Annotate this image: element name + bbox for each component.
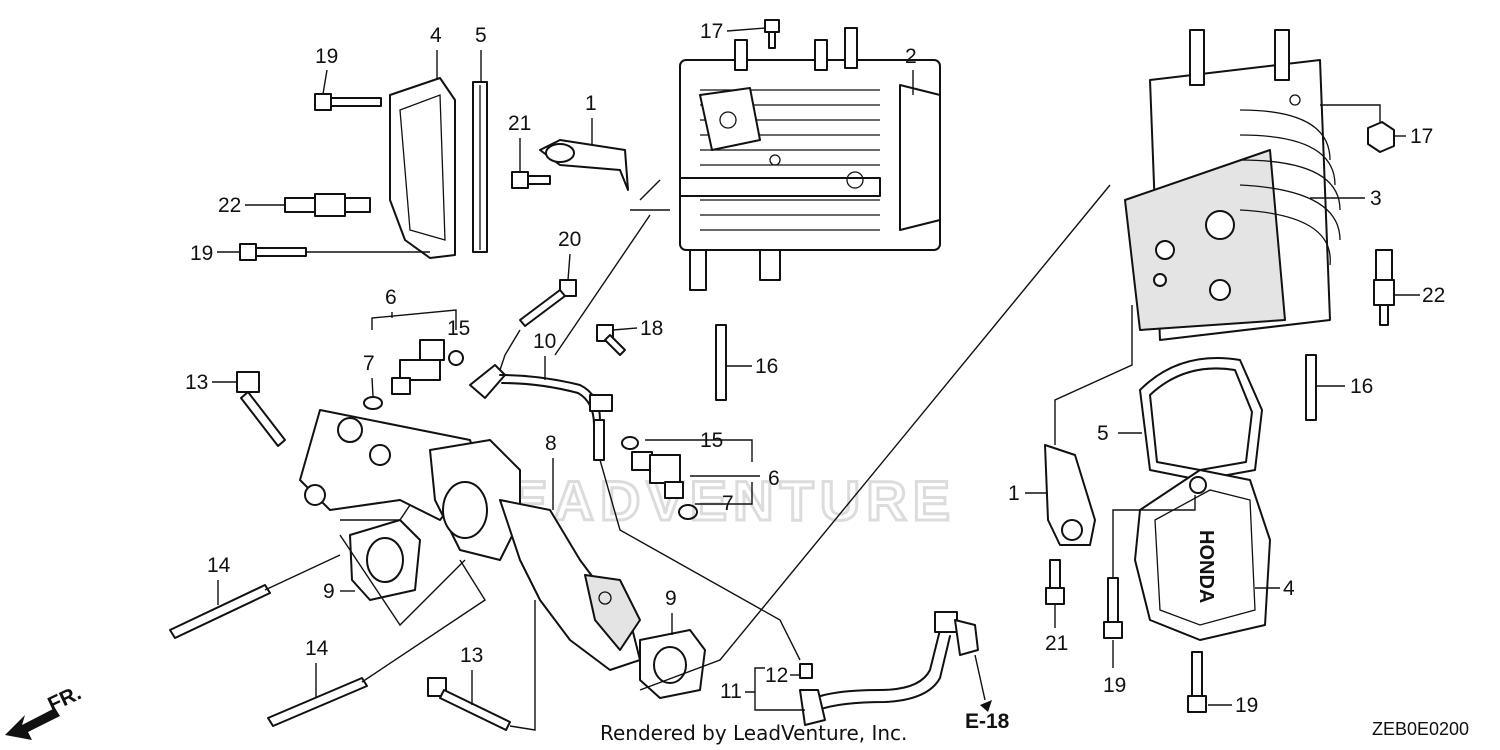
spark-plug-part-22-left[interactable] [284, 193, 371, 217]
callout-17-right: 17 [1410, 125, 1433, 148]
bolt-part-19-left-top[interactable] [314, 93, 382, 111]
callout-5-right: 5 [1097, 422, 1109, 445]
bolt-part-21-right[interactable] [1045, 559, 1065, 605]
head-cover-part-4-right[interactable]: HONDA [1134, 469, 1271, 641]
callout-19-right-a: 19 [1103, 674, 1126, 697]
callout-8: 8 [545, 432, 557, 455]
bolt-part-13-bottom[interactable] [427, 677, 511, 731]
gasket-part-9-right[interactable] [639, 629, 706, 699]
callout-12: 12 [765, 664, 788, 687]
callout-1-left: 1 [585, 92, 597, 115]
callout-17-top: 17 [700, 20, 723, 43]
cylinder-part-2[interactable] [679, 27, 941, 291]
callout-13-top: 13 [185, 371, 208, 394]
gasket-part-9-left[interactable] [349, 519, 421, 601]
callout-16-center: 16 [755, 355, 778, 378]
nut-part-17-right[interactable] [1367, 121, 1395, 153]
callout-9-left: 9 [323, 580, 335, 603]
bolt-part-19-right-b[interactable] [1187, 651, 1207, 713]
callout-13-bottom: 13 [460, 644, 483, 667]
gasket-part-5-left[interactable] [472, 81, 488, 253]
stud-part-14-top[interactable] [169, 584, 271, 639]
o-ring-part-15-left[interactable] [448, 350, 464, 366]
callout-19-left-bottom: 19 [190, 242, 213, 265]
front-direction-arrow [5, 708, 60, 740]
nut-part-17-top[interactable] [764, 19, 780, 49]
injector-part-6-right[interactable] [631, 451, 684, 499]
o-ring-part-15-right[interactable] [621, 436, 639, 450]
callout-19-left-top: 19 [315, 45, 338, 68]
callout-4-right: 4 [1283, 577, 1295, 600]
stud-part-14-bottom[interactable] [267, 677, 368, 727]
bracket-part-1-right[interactable] [1044, 444, 1096, 546]
fuel-pipe-part-10[interactable] [469, 364, 613, 461]
fuel-hose-part-11[interactable] [799, 611, 979, 726]
callout-15-left: 15 [447, 317, 470, 340]
bolt-part-19-left-bottom[interactable] [239, 243, 307, 261]
callout-11: 11 [720, 680, 742, 703]
callout-6-left: 6 [385, 286, 397, 309]
callout-16-right: 16 [1350, 375, 1373, 398]
callout-3: 3 [1370, 187, 1382, 210]
callout-21-right: 21 [1045, 632, 1068, 655]
cylinder-head-part-3[interactable] [1124, 29, 1341, 341]
callout-21-left: 21 [508, 112, 531, 135]
gasket-part-5-right[interactable] [1139, 357, 1263, 481]
callout-19-right-b: 19 [1235, 694, 1258, 717]
injector-part-6-left[interactable] [391, 339, 445, 395]
callout-10: 10 [533, 330, 556, 353]
bolt-part-13-top[interactable] [236, 371, 286, 447]
o-ring-part-7-right[interactable] [678, 504, 698, 520]
bolt-part-19-right-a[interactable] [1103, 577, 1123, 639]
intake-manifold-part-8[interactable] [299, 409, 641, 671]
spark-plug-part-22-right[interactable] [1373, 249, 1395, 326]
diagram-code: ZEB0E0200 [1372, 719, 1469, 739]
bolt-part-18[interactable] [596, 324, 626, 356]
callout-22-left: 22 [218, 194, 241, 217]
callout-14-top: 14 [207, 554, 231, 577]
callout-20: 20 [558, 228, 581, 251]
callout-18: 18 [640, 317, 663, 340]
stud-part-16-right[interactable] [1305, 354, 1317, 421]
callout-14-bottom: 14 [305, 637, 329, 660]
callout-9-right: 9 [665, 587, 677, 610]
callout-6-right: 6 [768, 467, 780, 490]
reference-arrow [974, 654, 992, 712]
callout-7-left: 7 [363, 352, 375, 375]
callout-22-right: 22 [1422, 284, 1445, 307]
reference-label[interactable]: E-18 [965, 710, 1010, 733]
hose-clip-part-12[interactable] [799, 663, 813, 679]
o-ring-part-7-left[interactable] [363, 396, 383, 410]
callout-5-left: 5 [475, 24, 487, 47]
stud-part-16-center[interactable] [715, 324, 727, 401]
callout-2: 2 [905, 45, 917, 68]
bolt-part-20[interactable] [519, 279, 577, 327]
callout-4-left: 4 [430, 24, 442, 47]
cover-brand-text: HONDA [1195, 530, 1217, 603]
head-cover-part-4-left[interactable] [389, 77, 456, 259]
callout-1-right: 1 [1008, 482, 1020, 505]
bolt-part-21-left[interactable] [511, 171, 551, 189]
bracket-part-1-left[interactable] [539, 139, 629, 191]
footer-credit: Rendered by LeadVenture, Inc. [600, 721, 907, 745]
